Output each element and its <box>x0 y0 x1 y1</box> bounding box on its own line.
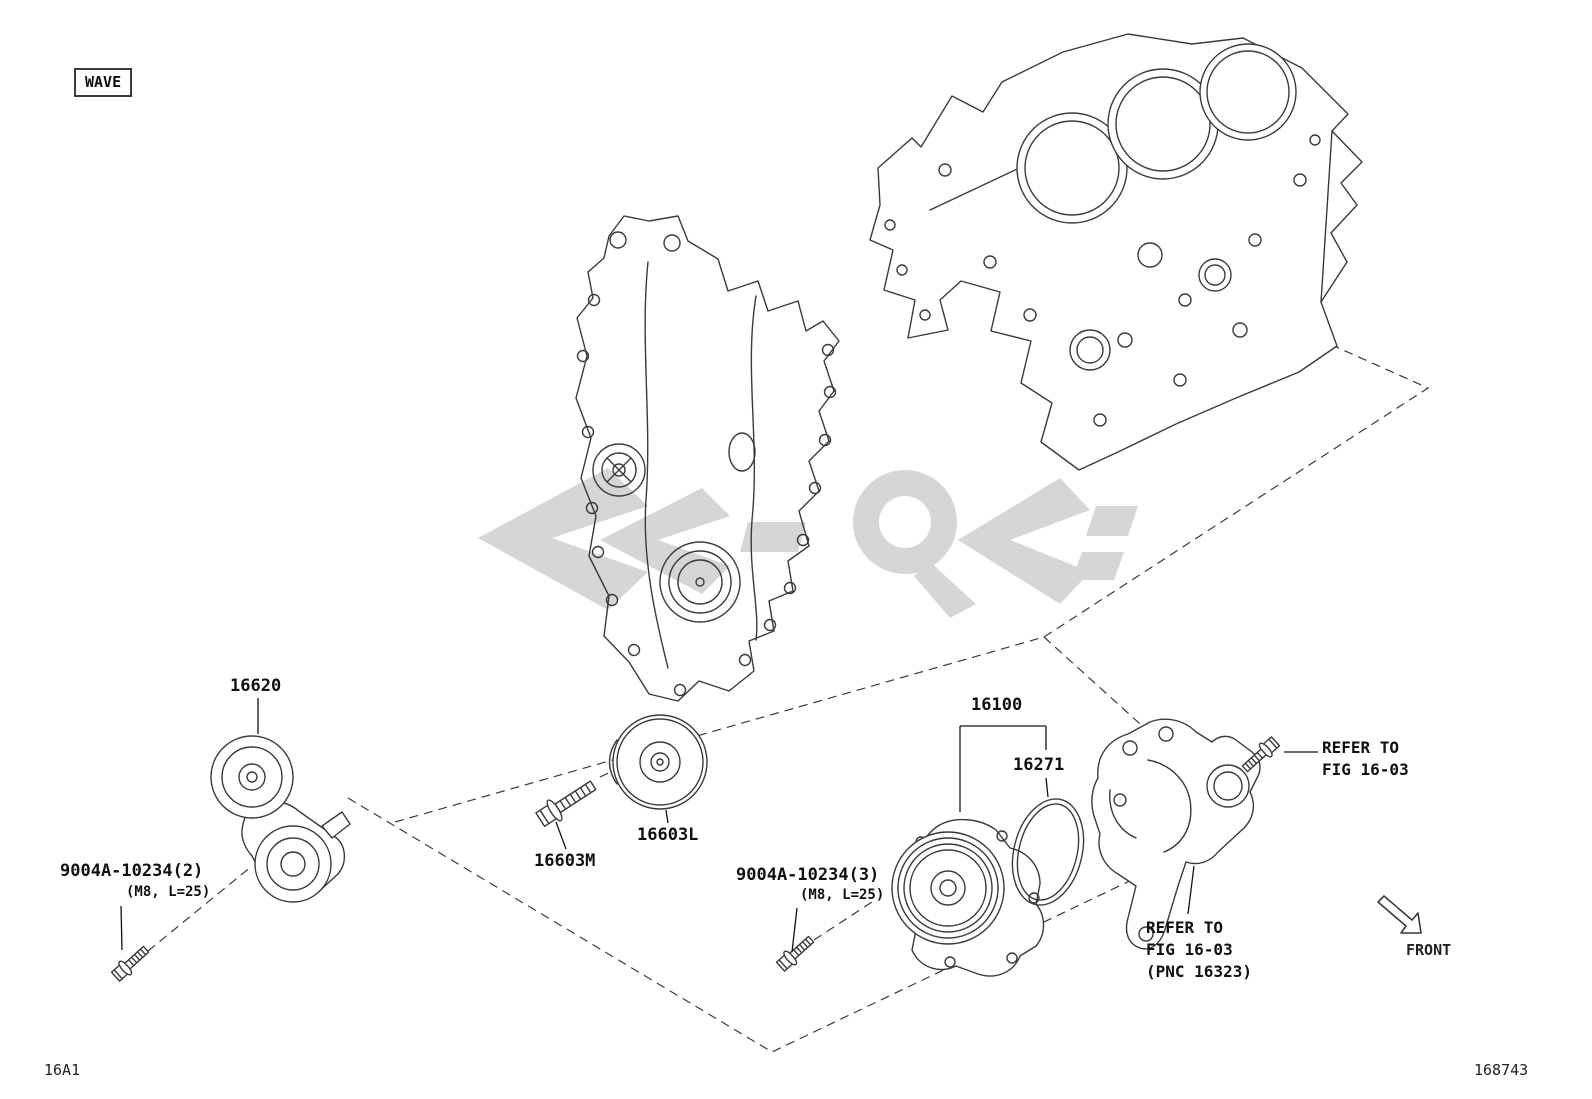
refer-note-top-line2: FIG 16-03 <box>1322 760 1409 779</box>
pump-bolt-drawing <box>774 932 818 974</box>
front-arrow-icon <box>1377 895 1422 934</box>
engine-block-drawing <box>869 33 1363 471</box>
spec-label-m8-l25-left: (M8, L=25) <box>126 884 211 900</box>
refer-note-bottom-line3: (PNC 16323) <box>1146 962 1252 981</box>
part-label-16620: 16620 <box>230 676 282 696</box>
refer-note-bottom-line2: FIG 16-03 <box>1146 940 1233 959</box>
part-label-16603l: 16603L <box>637 825 699 845</box>
timing-cover-drawing <box>575 215 840 702</box>
idler-pulley-drawing <box>608 714 708 810</box>
part-label-9004a-10234-3: 9004A-10234(3) <box>736 865 880 885</box>
gasket-drawing <box>1011 798 1085 906</box>
spec-label-m8-l25-right: (M8, L=25) <box>800 887 885 903</box>
refer-note-bottom-line1: REFER TO <box>1146 918 1224 937</box>
dashed-assembly-lines <box>147 345 1430 1053</box>
page-code: 16A1 <box>44 1061 81 1079</box>
figure-code: 168743 <box>1474 1061 1529 1079</box>
wave-label: WAVE <box>74 68 133 97</box>
front-label: FRONT <box>1406 941 1452 959</box>
watermark <box>478 468 1138 618</box>
part-label-9004a-10234-2: 9004A-10234(2) <box>60 861 204 881</box>
tensioner-drawing <box>210 735 351 903</box>
leader-lines <box>120 698 1318 953</box>
idler-bolt-drawing <box>535 780 597 828</box>
part-label-16100: 16100 <box>971 695 1023 715</box>
refer-note-top-line1: REFER TO <box>1322 738 1400 757</box>
water-pump-drawing <box>891 818 1045 977</box>
housing-drawing <box>1091 718 1261 950</box>
part-label-16271: 16271 <box>1013 755 1065 775</box>
part-label-16603m: 16603M <box>534 851 596 871</box>
tensioner-bolt-drawing <box>109 942 153 984</box>
